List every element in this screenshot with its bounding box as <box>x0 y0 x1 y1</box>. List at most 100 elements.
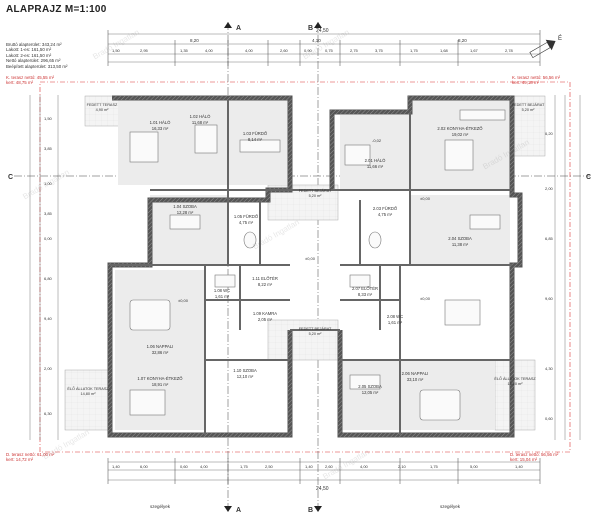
footer-note: szegélyek <box>150 504 171 509</box>
dim-text: 6,00 <box>140 464 149 469</box>
terrace-label: ÉLŐ ÁLLATOK TERASZ <box>494 376 536 381</box>
dim-top-total: 24,50 <box>316 28 329 34</box>
dim-text: 1,75 <box>410 48 419 53</box>
plan-title: ALAPRAJZ M=1:100 <box>6 4 107 15</box>
section-label-c: C <box>586 174 591 181</box>
dim-text: 0,60 <box>180 464 189 469</box>
room-label: 1.01 HÁLÓ <box>150 120 171 125</box>
bed-icon <box>129 131 159 163</box>
room-label: 2.08 WC <box>387 314 403 319</box>
info-line: Bruttó alapterület: 343,24 m² <box>6 42 62 47</box>
dimension-lines <box>29 33 581 481</box>
dim-text: 2,10 <box>398 464 407 469</box>
note-line: kert: 49,18 m² <box>512 80 540 86</box>
room-labels: 1.01 HÁLÓ 16,33 m² 1.02 HÁLÓ 11,68 m² 1.… <box>137 114 483 395</box>
level-mark: ±0,00 <box>305 256 316 261</box>
exterior-wall-hatch <box>108 96 522 437</box>
dim-text: 0,00 <box>44 236 53 241</box>
room-area: 33,10 m² <box>407 377 424 382</box>
info-line: Lakott: 2-es: 161,50 m² <box>6 52 52 58</box>
info-line: Beépített alapterület: 313,50 m² <box>6 63 68 69</box>
room-label: 2.06 NAPPALI <box>402 371 429 376</box>
room-area: 12,05 m² <box>362 390 379 395</box>
sofa-icon <box>129 299 171 331</box>
section-label-c: C <box>8 174 13 181</box>
dim-top-part: 8,20 <box>458 38 467 43</box>
section-label-b: B <box>308 507 313 514</box>
room-label: 2.03 FÜRDŐ <box>373 206 398 211</box>
room-area: 32,86 m² <box>152 350 169 355</box>
room-area: 19,02 m² <box>452 132 469 137</box>
note-line: D. terasz nettó: 61,00 m² <box>6 452 55 457</box>
section-label-a: A <box>236 507 241 514</box>
terrace-area <box>64 369 111 431</box>
footer-note: szegélyek <box>440 504 461 509</box>
dim-text: 1,50 <box>112 48 121 53</box>
dim-text: 2,75 <box>350 48 359 53</box>
section-arrow-icon <box>224 506 232 512</box>
note-line: D. terasz nettó: 56,56 m² <box>510 452 559 457</box>
room-area: 18,91 m² <box>152 382 169 387</box>
dining-table-icon <box>444 299 481 326</box>
dim-text: 2,78 <box>505 48 514 53</box>
note-line: kert: 14,72 m² <box>6 457 34 463</box>
room-label: 1.07 KONYHA-ÉTKEZŐ <box>137 376 183 381</box>
room-label: 2.05 SZOBA <box>358 384 382 389</box>
room-label: 2.07 ELŐTÉR <box>352 286 378 291</box>
info-line: Nettó alapterület: 296,65 m² <box>6 58 61 64</box>
north-label: É <box>558 35 562 42</box>
dim-text: 4,00 <box>360 464 369 469</box>
terrace-area: 5,20 m² <box>309 332 323 336</box>
room-label: 2.04 SZOBA <box>448 236 472 241</box>
dim-text: 1,00 <box>44 181 53 186</box>
level-marks: ±0,00 ±0,00 -0,02 ±0,00 ±0,00 <box>178 138 431 303</box>
dim-top-part: 4,10 <box>312 38 321 43</box>
room-label: 1.03 FÜRDŐ <box>243 131 268 136</box>
dim-bottom-total: 24,50 <box>316 486 329 492</box>
dim-text: 9,60 <box>545 296 554 301</box>
dim-text: 0,90 <box>304 48 313 53</box>
terrace-note-se: D. terasz nettó: 56,56 m² kert: 15,04 m² <box>510 452 558 463</box>
dim-left-column: 1,50 3,85 1,00 3,85 0,00 6,80 9,40 2,00 … <box>44 116 53 416</box>
level-mark: ±0,00 <box>178 298 189 303</box>
room-area: 4,75 m² <box>378 212 393 217</box>
terrace-area <box>509 95 546 157</box>
section-label-a: A <box>236 25 241 32</box>
level-mark: ±0,00 <box>420 296 431 301</box>
dim-text: 1,35 <box>180 48 189 53</box>
level-mark: -0,02 <box>372 138 382 143</box>
entrance-area <box>267 319 339 361</box>
section-arrow-icon <box>314 22 322 28</box>
room-label: 1.05 FÜRDŐ <box>234 214 259 219</box>
room-area: 11,38 m² <box>452 242 469 247</box>
terrace-note-sw: D. terasz nettó: 61,00 m² kert: 14,72 m² <box>6 452 54 463</box>
desk-icon <box>169 214 201 230</box>
room-area: 8,14 m² <box>248 137 263 142</box>
room-area: 12,10 m² <box>237 374 254 379</box>
interior-walls <box>110 100 512 435</box>
bathtub-icon <box>214 274 236 288</box>
room-label: 1.06 NAPPALI <box>147 344 174 349</box>
dim-text: 3,85 <box>44 211 53 216</box>
terrace-area <box>84 95 121 127</box>
dim-top-part: 8,20 <box>190 38 199 43</box>
dim-text: 5,00 <box>470 464 479 469</box>
dim-text: 4,00 <box>245 48 254 53</box>
dim-text: 6,20 <box>545 131 554 136</box>
dim-text: 2,60 <box>280 48 289 53</box>
note-line: kert: 15,04 m² <box>510 457 538 463</box>
terrace-label: FEDETT BEJÁRAT <box>299 327 332 331</box>
level-mark: ±0,00 <box>420 196 431 201</box>
room-area: 8,22 m² <box>258 282 273 287</box>
dim-text: 2,50 <box>265 464 274 469</box>
dim-right-column: 6,20 2,00 6,85 9,60 4,30 0,60 <box>545 131 554 421</box>
kitchen-counter-icon <box>459 109 506 121</box>
dim-text: 1,40 <box>305 464 314 469</box>
kitchen-counter-icon <box>239 139 281 153</box>
room-area: 4,75 m² <box>239 220 254 225</box>
terrace-area: 4,90 m² <box>96 108 110 112</box>
room-label: 1.08 WC <box>214 288 230 293</box>
terrace-labels: FEDETT TERASZ 4,90 m² FEDETT BEJÁRAT 5,2… <box>67 103 545 396</box>
desk-icon <box>469 214 501 230</box>
building-info: Bruttó alapterület: 343,24 m² Lakott: 1-… <box>6 42 68 69</box>
